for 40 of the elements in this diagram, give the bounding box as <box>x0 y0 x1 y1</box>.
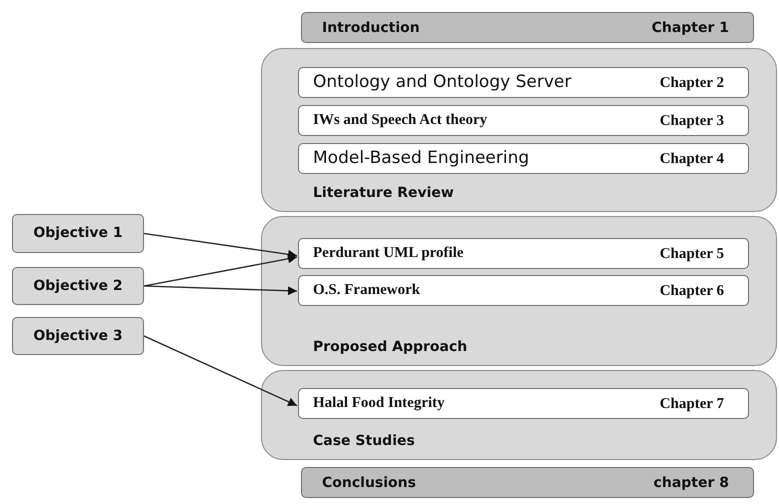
chapter-title: Perdurant UML profile <box>313 246 464 261</box>
section-label: Proposed Approach <box>313 340 468 354</box>
chapter-number: Chapter 7 <box>660 397 724 412</box>
chapter-title: Halal Food Integrity <box>313 396 445 411</box>
chapter-title: Introduction <box>322 21 420 35</box>
chapter-bar <box>301 467 754 498</box>
chapter-box <box>298 105 749 136</box>
arrow <box>144 335 298 406</box>
objective-label: Objective 1 <box>32 226 124 240</box>
section-panel <box>261 216 777 366</box>
chapter-box <box>298 238 749 269</box>
chapter-number: Chapter 5 <box>660 247 724 262</box>
chapter-number: Chapter 2 <box>660 76 724 91</box>
chapter-box <box>298 143 749 174</box>
objective-label: Objective 2 <box>32 279 124 293</box>
objective-label: Objective 3 <box>32 329 124 343</box>
chapter-number: Chapter 1 <box>652 21 729 35</box>
chapter-title: Conclusions <box>322 476 416 490</box>
chapter-number: Chapter 3 <box>660 114 724 129</box>
chapter-number: chapter 8 <box>654 476 729 490</box>
objective-box <box>12 317 144 355</box>
chapter-number: Chapter 4 <box>660 152 724 167</box>
chapter-number: Chapter 6 <box>660 284 724 299</box>
arrow <box>144 254 298 287</box>
section-label: Literature Review <box>313 186 454 200</box>
chapter-bar <box>301 12 754 43</box>
objective-box <box>12 267 144 305</box>
arrow <box>144 285 298 296</box>
section-label: Case Studies <box>313 434 415 448</box>
objective-box <box>12 214 144 253</box>
chapter-box <box>298 67 749 98</box>
chapter-box <box>298 275 749 306</box>
chapter-title: IWs and Speech Act theory <box>313 113 488 128</box>
chapter-title: O.S. Framework <box>313 283 420 298</box>
chapter-box <box>298 388 749 419</box>
chapter-title: Ontology and Ontology Server <box>313 74 572 91</box>
arrow <box>144 232 298 259</box>
section-panel <box>261 48 777 212</box>
section-panel <box>261 370 777 460</box>
chapter-title: Model-Based Engineering <box>313 150 530 167</box>
